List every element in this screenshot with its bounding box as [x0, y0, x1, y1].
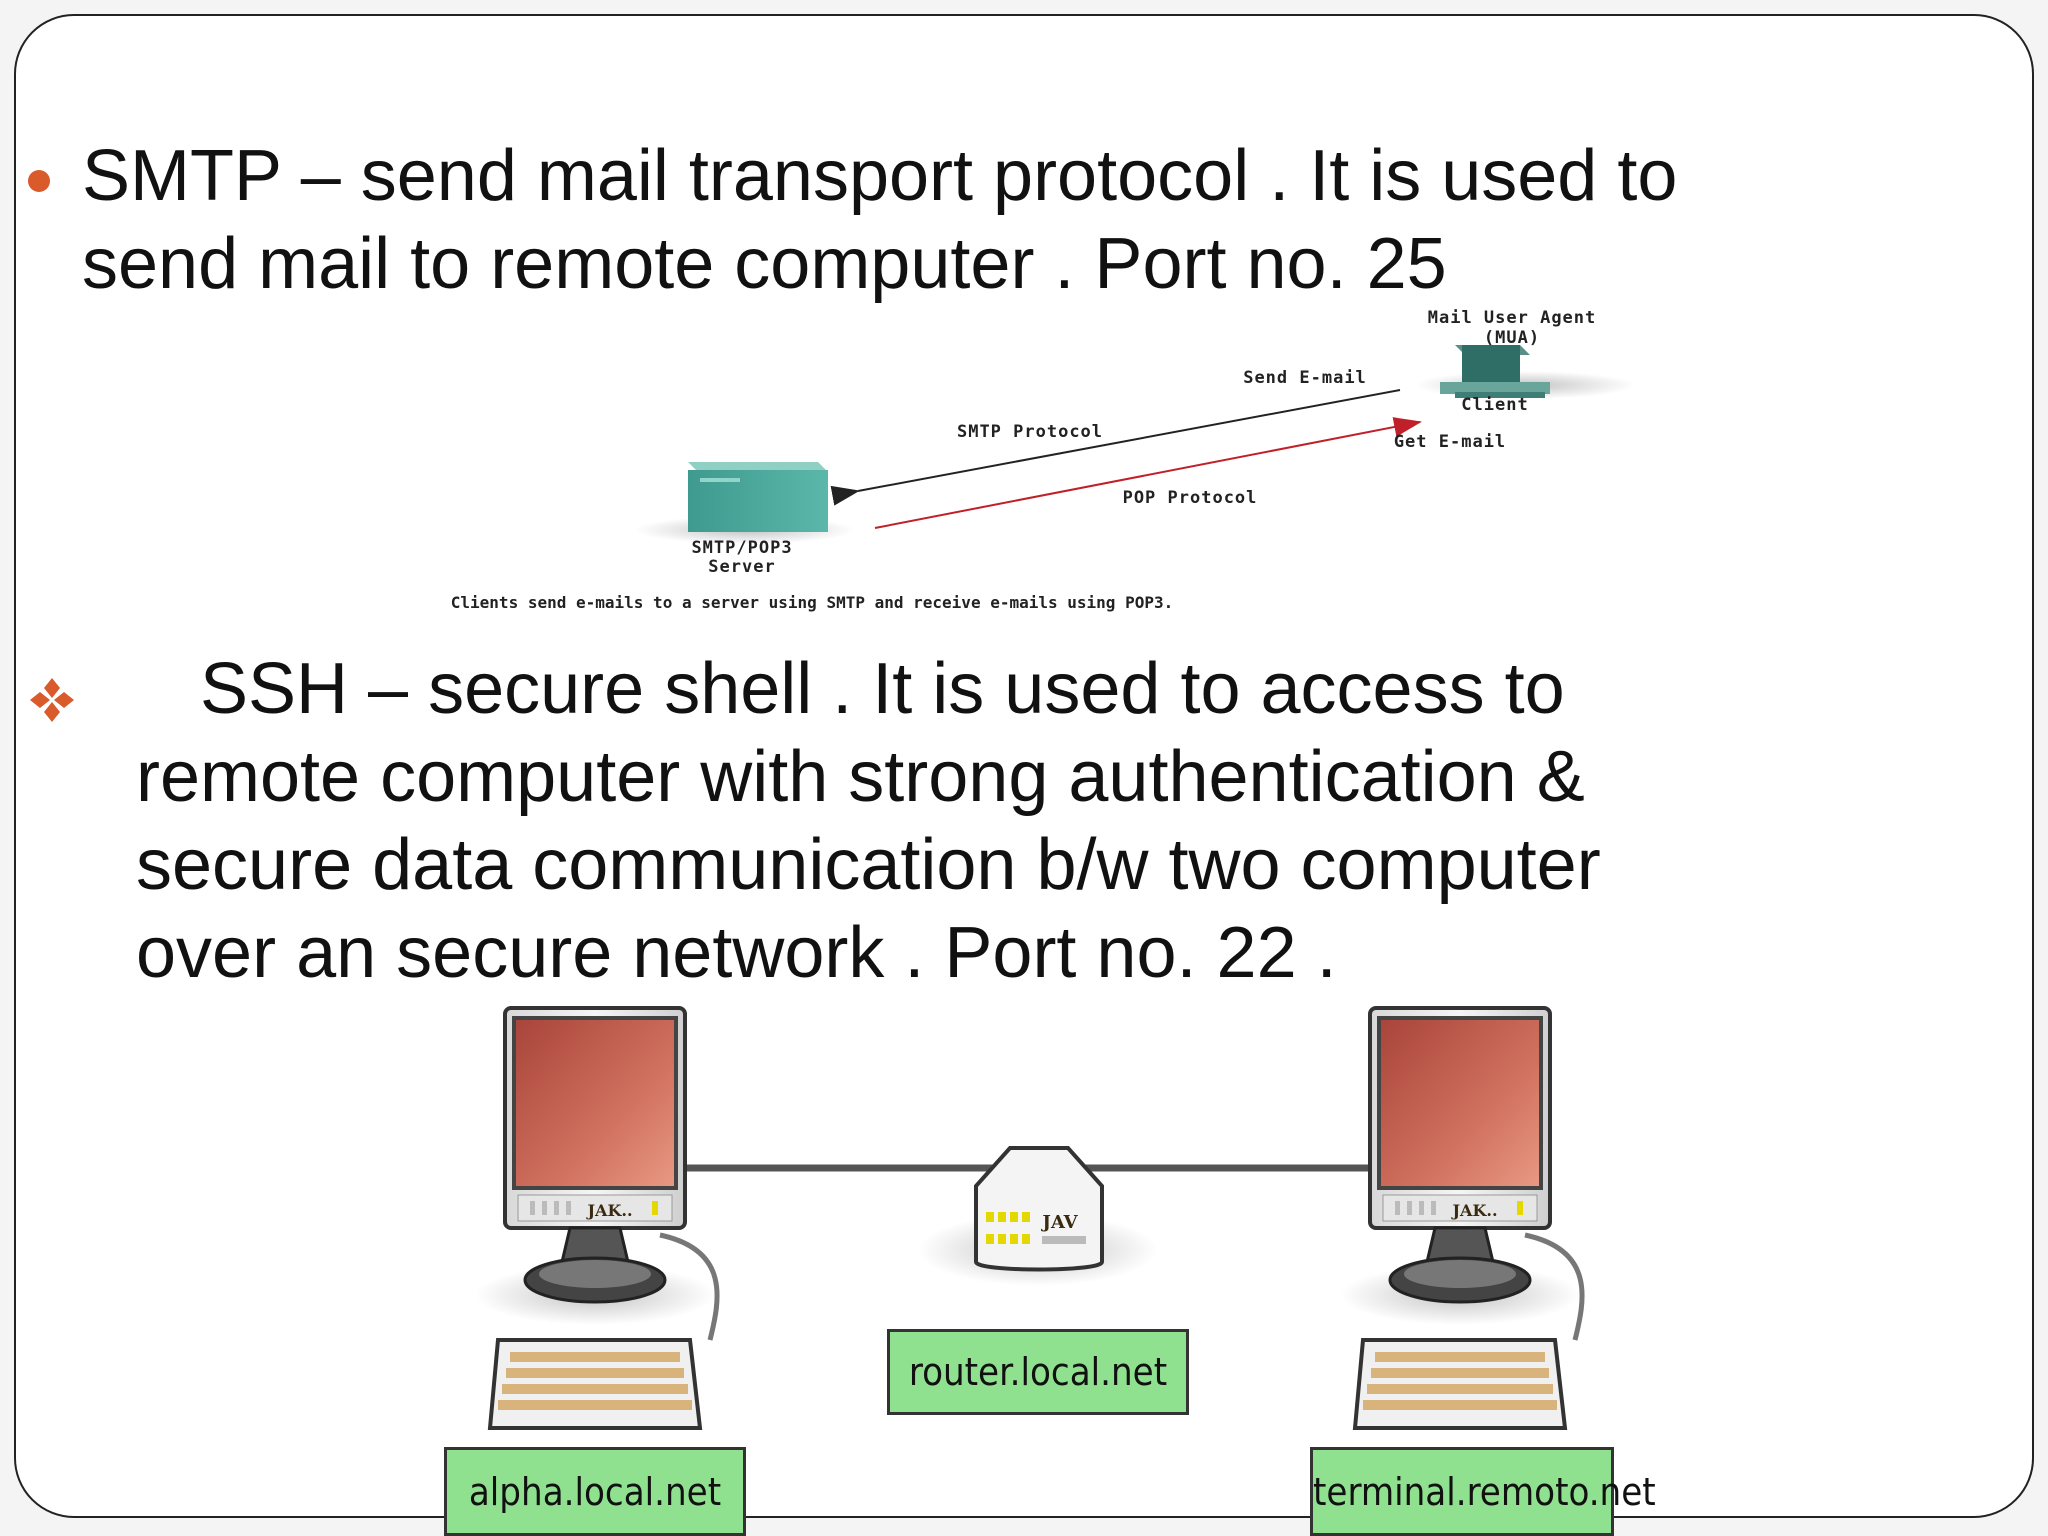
get-email-label: Get E-mail — [1394, 432, 1506, 452]
ssh-diagram: JAK.. — [475, 1006, 1585, 1430]
smtp-diagram: Mail User Agent (MUA) Client SMTP/POP3 S… — [451, 308, 1635, 612]
client-title-1: Mail User Agent — [1428, 308, 1597, 328]
ssh-line-1: SSH – secure shell . It is used to acces… — [200, 649, 1565, 729]
ssh-line-4: over an secure network . Port no. 22 . — [136, 913, 1337, 993]
server-label-1: SMTP/POP3 — [691, 538, 792, 558]
ssh-line-3: secure data communication b/w two comput… — [136, 825, 1601, 905]
router-badge: JAV — [1040, 1212, 1078, 1233]
right-monitor-badge: JAK.. — [1450, 1201, 1497, 1220]
router-host-label: router.local.net — [908, 1350, 1168, 1394]
router-host-box: router.local.net — [887, 1329, 1189, 1415]
server-label-2: Server — [708, 557, 775, 577]
right-host-box: terminal.remoto.net — [1310, 1447, 1656, 1536]
ssh-line-2: remote computer with strong authenticati… — [136, 737, 1585, 817]
client-label: Client — [1461, 395, 1528, 415]
client-title-2: (MUA) — [1484, 328, 1540, 348]
diamond-bullet-icon — [30, 678, 74, 722]
send-email-label: Send E-mail — [1243, 368, 1367, 388]
client-computer-icon — [1415, 345, 1635, 399]
server-icon — [635, 462, 855, 544]
left-host-label: alpha.local.net — [468, 1470, 722, 1514]
left-computer-icon: JAK.. — [475, 1006, 720, 1430]
left-host-box: alpha.local.net — [444, 1447, 746, 1536]
ssh-paragraph: SSH – secure shell . It is used to acces… — [136, 645, 1601, 997]
right-computer-icon: JAK.. — [1340, 1006, 1585, 1430]
smtp-line-2: send mail to remote computer . Port no. … — [82, 224, 1447, 304]
left-monitor-badge: JAK.. — [585, 1201, 632, 1220]
pop-arrow — [874, 417, 1422, 529]
smtp-caption: Clients send e-mails to a server using S… — [451, 593, 1173, 612]
smtp-arrow — [830, 389, 1401, 506]
right-host-label: terminal.remoto.net — [1313, 1470, 1656, 1514]
smtp-paragraph: SMTP – send mail transport protocol . It… — [82, 132, 1677, 308]
smtp-line-1: SMTP – send mail transport protocol . It… — [82, 136, 1678, 216]
pop-protocol-label: POP Protocol — [1123, 488, 1258, 508]
bullet-dot-icon — [28, 170, 50, 192]
router-icon: JAV — [918, 1146, 1158, 1286]
smtp-protocol-label: SMTP Protocol — [957, 422, 1103, 442]
